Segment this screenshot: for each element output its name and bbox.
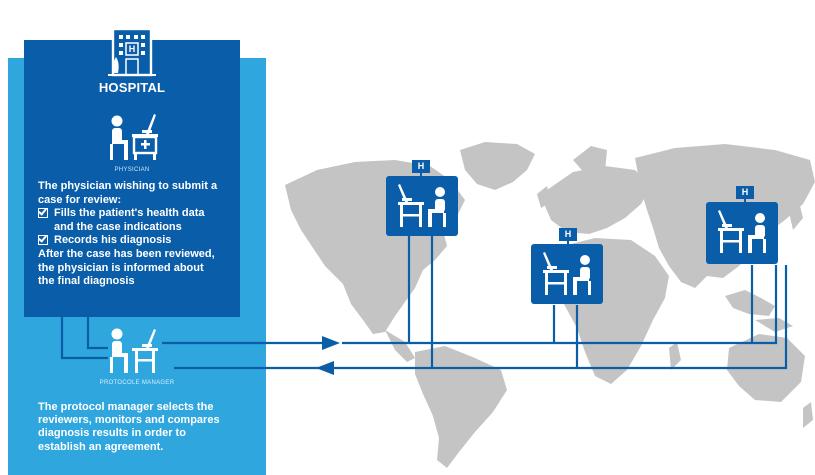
- physician-intro-line: The physician wishing to submit a: [38, 180, 218, 192]
- hospital-panel: [24, 40, 240, 317]
- protocol-manager-icon: [110, 328, 158, 373]
- physician-closing-line: the physician is informed about: [38, 261, 204, 274]
- checklist-item-text: Fills the patient's health data: [54, 207, 205, 220]
- hospital-building-icon: [108, 27, 156, 77]
- checkbox-icon: [38, 235, 48, 246]
- checklist-item: Fills the patient's health data and the …: [38, 207, 238, 234]
- physician-closing-line: After the case has been reviewed,: [38, 247, 215, 260]
- arrow-left-icon: [316, 361, 334, 375]
- reviewer-icon: [531, 244, 603, 304]
- reviewer-site: H: [706, 186, 778, 264]
- checklist-item-text: and the case indications: [54, 220, 182, 233]
- protocol-manager-line: establish an agreement.: [38, 440, 164, 453]
- physician-closing-line: the final diagnosis: [38, 275, 135, 288]
- physician-at-desk-icon: [110, 114, 158, 160]
- hospital-building-letter: H: [128, 44, 136, 54]
- protocol-manager-description: The protocol manager selects the reviewe…: [38, 401, 260, 454]
- site-badge: H: [736, 186, 754, 199]
- arrow-right-icon: [322, 336, 340, 350]
- site-badge: H: [412, 160, 430, 173]
- reviewer-site: H: [531, 228, 603, 304]
- checkbox-icon: [38, 208, 48, 219]
- site-badge: H: [559, 228, 577, 241]
- protocol-manager-line: diagnosis results in order to: [38, 427, 186, 440]
- reviewer-icon: [386, 176, 458, 236]
- checklist-item-text: Records his diagnosis: [54, 234, 172, 247]
- physician-intro-line: case for review:: [38, 193, 122, 206]
- checklist-item: Records his diagnosis: [38, 234, 238, 248]
- reviewer-site: H: [386, 160, 458, 236]
- protocol-manager-role-label: PROTOCOLE MANAGER: [99, 380, 175, 386]
- physician-role-label: PHYSICIAN: [114, 167, 150, 173]
- reviewer-icon: [706, 202, 778, 264]
- physician-description: The physician wishing to submit a case f…: [38, 180, 238, 289]
- protocol-manager-line: reviewers, monitors and compares: [38, 414, 220, 427]
- protocol-manager-line: The protocol manager selects the: [38, 401, 214, 413]
- hospital-label: HOSPITAL: [98, 80, 166, 95]
